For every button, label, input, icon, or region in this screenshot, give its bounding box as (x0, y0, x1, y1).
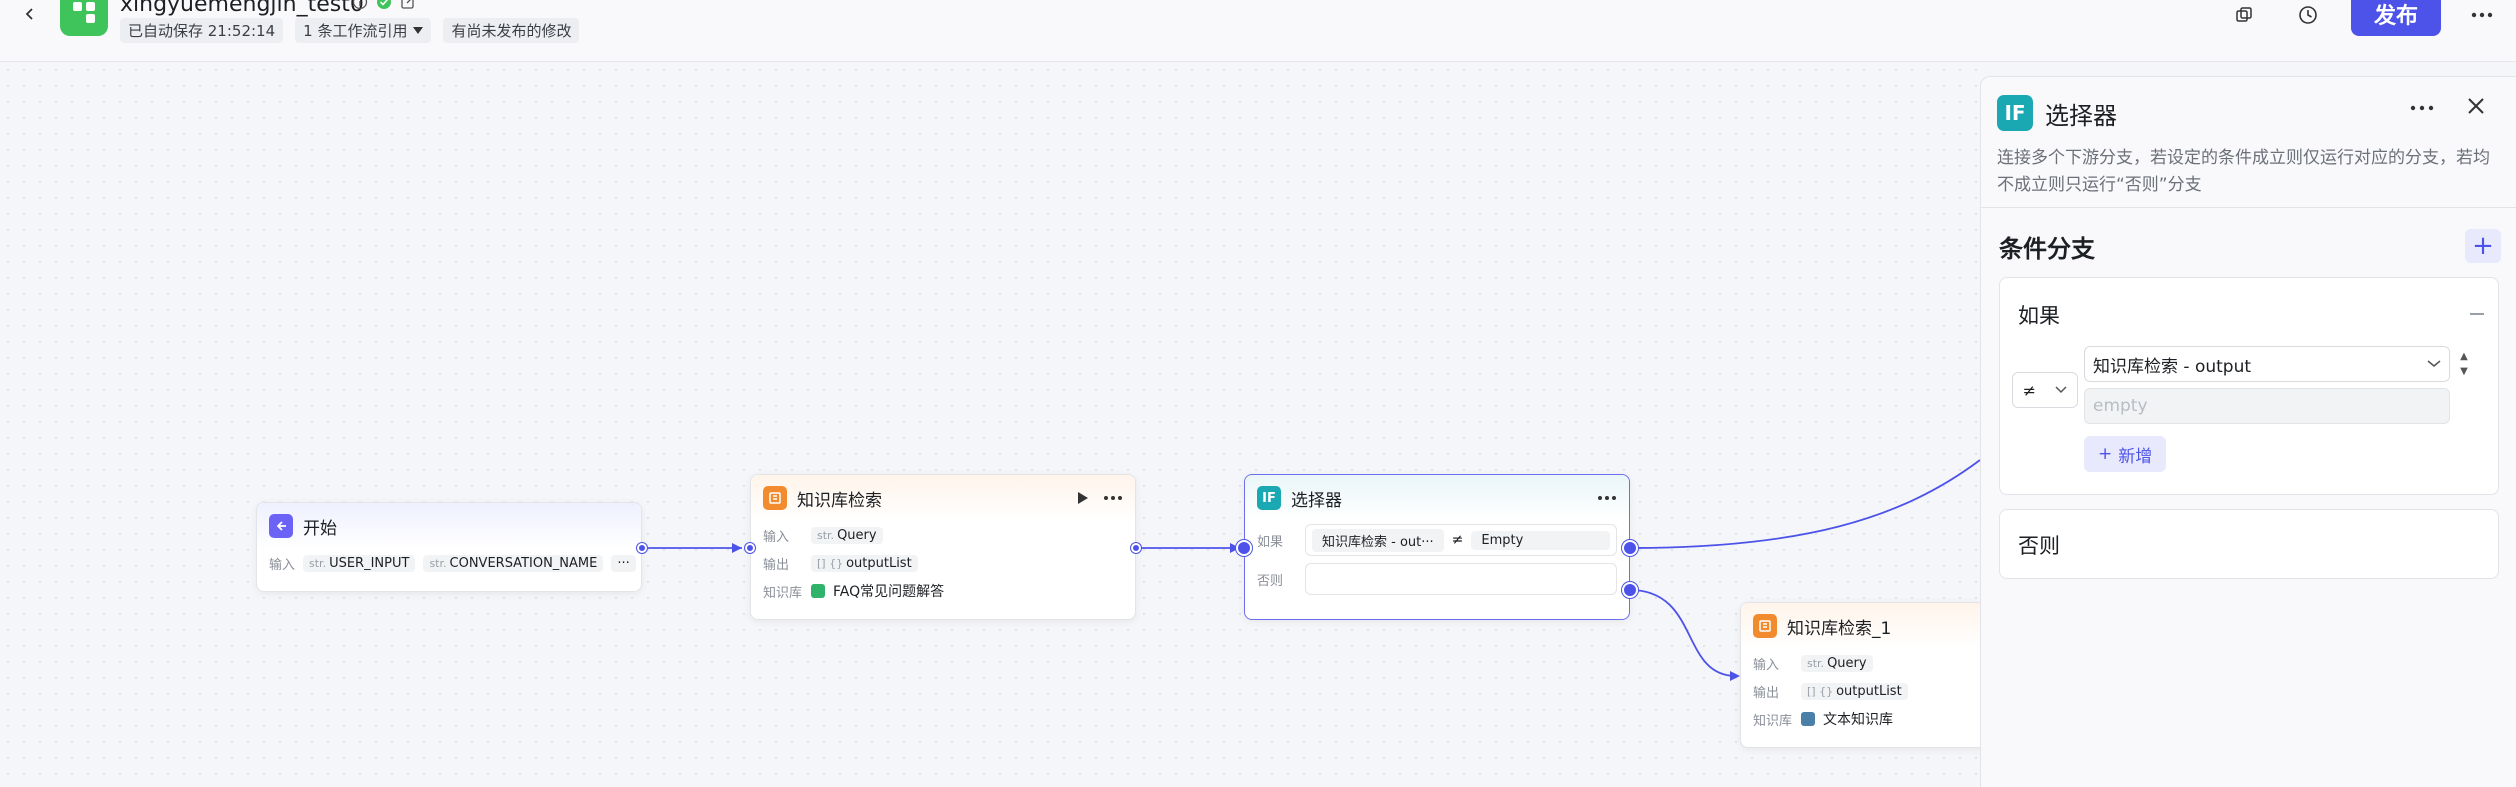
if-label: 如果 (1257, 534, 1284, 550)
copy-icon (2236, 7, 2252, 22)
node-kb-search-1-title: 知识库检索_1 (1787, 618, 1892, 639)
if-condition-box[interactable]: 知识库检索 - out··· ≠ Empty (1305, 524, 1617, 556)
else-condition-box[interactable] (1305, 563, 1617, 595)
more-icon[interactable] (1103, 495, 1123, 501)
chevron-left-icon (25, 8, 33, 20)
publish-button[interactable]: 发布 (2351, 0, 2441, 36)
kb-label: 知识库 (763, 585, 803, 601)
else-branch-card[interactable]: 否则 (1999, 509, 2499, 579)
back-button[interactable] (18, 2, 42, 26)
caret-down-icon (413, 26, 424, 34)
panel-divider (1981, 207, 2516, 208)
more-icon (2471, 12, 2493, 18)
add-branch-button[interactable]: + (2465, 229, 2501, 263)
else-label: 否则 (1257, 573, 1284, 589)
cond-left-variable: 知识库检索 - out··· (1312, 528, 1444, 552)
workflow-refs-label: 1 条工作流引用 (303, 22, 408, 40)
input-var-conversation-name: str.CONVERSATION_NAME (423, 554, 604, 572)
knowledge-base-icon (1753, 614, 1777, 638)
kb-dataset-icon (1801, 712, 1815, 726)
kb-dataset-name: FAQ常见问题解答 (833, 584, 945, 600)
node-selector-title: 选择器 (1291, 490, 1342, 511)
node-kb-search[interactable]: 知识库检索 输入 str.Query 输出 [] {}outputList 知识… (745, 474, 1141, 620)
selector-settings-panel: IF 选择器 连接多个下游分支，若设定的条件成立则仅运行对应的分支，若均不成立则… (1980, 76, 2516, 787)
unpublished-badge: 有尚未发布的修改 (443, 18, 580, 43)
history-button[interactable] (2292, 0, 2324, 30)
variable-select[interactable]: 知识库检索 - output (2084, 346, 2450, 382)
panel-title: 选择器 (2045, 101, 2117, 130)
node-start-title: 开始 (303, 518, 337, 539)
output-var-outputlist: [] {}outputList (1801, 682, 1908, 700)
history-icon (2299, 6, 2317, 24)
top-header: xingyuemengjin_test0 已自动保存 21:52:14 1 条工… (0, 0, 2516, 62)
node-selector[interactable]: IF 选择器 如果 知识库检索 - out··· ≠ Empty 否则 (1236, 474, 1638, 620)
operator-select[interactable]: ≠ (2012, 372, 2078, 408)
start-output-port[interactable] (637, 543, 647, 553)
output-label: 输出 (1753, 685, 1780, 701)
output-label: 输出 (763, 557, 790, 573)
operator-value: ≠ (2022, 380, 2037, 400)
knowledge-base-icon (763, 486, 787, 510)
chevron-down-icon (2427, 360, 2441, 367)
kb-dataset-name: 文本知识库 (1823, 712, 1893, 728)
output-var-outputlist: [] {}outputList (811, 554, 918, 572)
kb1-input-port[interactable] (745, 543, 755, 553)
input-label: 输入 (269, 557, 296, 573)
cond-operator: ≠ (1451, 532, 1464, 548)
input-label: 输入 (763, 529, 790, 545)
input-var-query: str.Query (811, 526, 883, 544)
plus-icon: + (2472, 231, 2494, 261)
input-label: 输入 (1753, 657, 1780, 673)
check-circle-icon (377, 0, 391, 9)
start-node-icon (269, 514, 293, 538)
more-inputs-badge[interactable]: ··· (611, 554, 636, 572)
arrow-down-icon[interactable]: ▼ (2460, 366, 2468, 377)
panel-close-button[interactable] (2466, 96, 2486, 120)
more-icon (2410, 105, 2434, 111)
if-icon: IF (1997, 95, 2033, 131)
app-logo (60, 0, 108, 36)
input-var-query: str.Query (1801, 654, 1873, 672)
selector-if-port[interactable] (1622, 540, 1638, 556)
node-kb-search-title: 知识库检索 (797, 490, 882, 511)
cond-right-value: Empty (1471, 530, 1610, 550)
add-condition-label: 新增 (2118, 446, 2153, 467)
workflow-canvas[interactable] (0, 62, 1980, 787)
branch-section-title: 条件分支 (1999, 235, 2095, 263)
info-icon[interactable] (352, 0, 368, 10)
reorder-stepper[interactable]: ▲ ▼ (2456, 346, 2472, 382)
input-var-user-input: str.USER_INPUT (303, 554, 416, 572)
panel-description: 连接多个下游分支，若设定的条件成立则仅运行对应的分支，若均不成立则只运行“否则”… (1997, 148, 2490, 195)
workflow-refs-dropdown[interactable]: 1 条工作流引用 (295, 18, 432, 43)
enter-icon (276, 521, 286, 531)
plus-icon: + (2098, 444, 2113, 464)
kb-dataset-icon (811, 584, 825, 598)
selector-input-port[interactable] (1236, 540, 1252, 556)
if-branch-label: 如果 (2018, 304, 2060, 328)
if-icon: IF (1257, 486, 1281, 510)
header-more-button[interactable] (2466, 0, 2498, 30)
kb1-output-port[interactable] (1131, 543, 1141, 553)
kb-label: 知识库 (1753, 713, 1793, 729)
app-title: xingyuemengjin_test0 (120, 0, 364, 17)
selector-else-port[interactable] (1622, 582, 1638, 598)
more-icon[interactable] (1597, 495, 1617, 501)
collapse-icon[interactable] (2470, 313, 2484, 315)
if-branch-card: 如果 ≠ 知识库检索 - output ▲ ▼ + 新增 (1999, 277, 2499, 495)
autosave-status: 已自动保存 21:52:14 (120, 18, 284, 43)
node-start[interactable]: 开始 输入 str.USER_INPUT str.CONVERSATION_NA… (256, 502, 647, 592)
chevron-down-icon (2055, 386, 2067, 394)
workflow-logo-icon (73, 2, 95, 23)
else-branch-label: 否则 (2018, 534, 2060, 558)
panel-more-button[interactable] (2410, 96, 2434, 115)
copy-button[interactable] (2228, 0, 2260, 30)
variable-value: 知识库检索 - output (2093, 356, 2252, 377)
compare-value-input[interactable] (2084, 388, 2450, 424)
arrow-up-icon[interactable]: ▲ (2460, 351, 2468, 362)
close-icon (2468, 98, 2484, 114)
add-condition-button[interactable]: + 新增 (2084, 436, 2167, 472)
edit-icon[interactable] (400, 0, 416, 10)
play-icon[interactable] (1077, 491, 1089, 505)
